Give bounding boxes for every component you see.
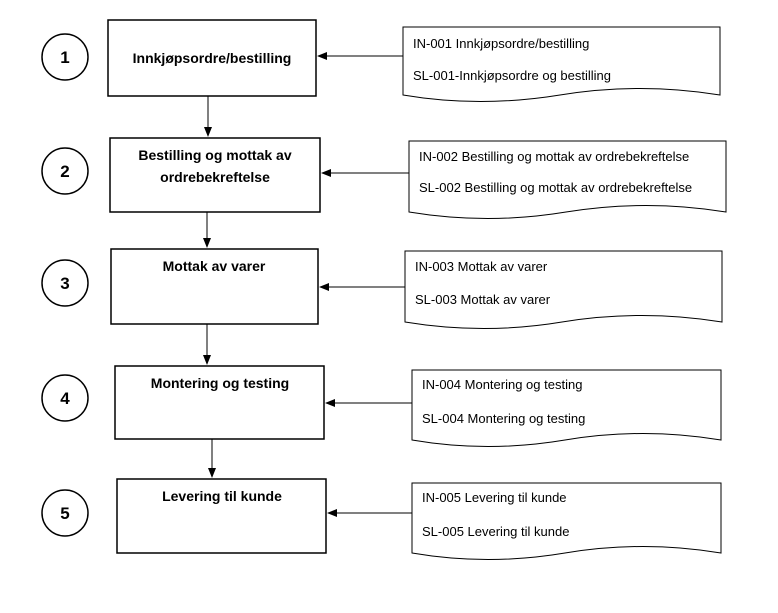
step-2: 2 Bestilling og mottak av ordrebekreftel… [41, 137, 727, 219]
document-shape [411, 369, 722, 447]
step-3: 3 Mottak av varer IN-003 Mottak av varer… [41, 248, 723, 329]
document-ref-checklist: SL-005 Levering til kunde [422, 524, 569, 539]
step-number: 5 [60, 504, 69, 523]
step-number: 2 [60, 162, 69, 181]
step-box [114, 365, 325, 440]
step-number-circle [41, 259, 89, 307]
step-number-circle [41, 147, 89, 195]
document-ref-instruction: IN-001 Innkjøpsordre/bestilling [413, 36, 589, 51]
step-title-line-1: Bestilling og mottak av [138, 147, 291, 163]
document-ref-instruction: IN-002 Bestilling og mottak av ordrebekr… [419, 149, 689, 164]
step-title: Innkjøpsordre/bestilling [133, 50, 292, 66]
step-number: 4 [60, 389, 70, 408]
document-shape [411, 482, 722, 560]
document-ref-checklist: SL-001-Innkjøpsordre og bestilling [413, 68, 611, 83]
step-title: Montering og testing [151, 375, 289, 391]
step-number: 1 [60, 48, 69, 67]
step-title: Mottak av varer [163, 258, 266, 274]
step-number-circle [41, 374, 89, 422]
document-ref-instruction: IN-003 Mottak av varer [415, 259, 548, 274]
step-1: 1 Innkjøpsordre/bestilling IN-001 Innkjø… [41, 19, 721, 102]
step-box [109, 137, 321, 213]
step-box [116, 478, 327, 554]
document-ref-checklist: SL-002 Bestilling og mottak av ordrebekr… [419, 180, 692, 195]
step-number-circle [41, 33, 89, 81]
document-shape [404, 250, 723, 329]
document-ref-checklist: SL-004 Montering og testing [422, 411, 585, 426]
document-ref-instruction: IN-005 Levering til kunde [422, 490, 567, 505]
step-title-line-2: ordrebekreftelse [160, 169, 270, 185]
step-title: Levering til kunde [162, 488, 282, 504]
step-number: 3 [60, 274, 69, 293]
document-ref-instruction: IN-004 Montering og testing [422, 377, 582, 392]
step-box [110, 248, 319, 325]
document-shape [402, 26, 721, 102]
document-ref-checklist: SL-003 Mottak av varer [415, 292, 551, 307]
step-number-circle [41, 489, 89, 537]
step-box [107, 19, 317, 97]
document-shape [408, 140, 727, 219]
step-4: 4 Montering og testing IN-004 Montering … [41, 365, 722, 447]
step-5: 5 Levering til kunde IN-005 Levering til… [41, 478, 722, 560]
